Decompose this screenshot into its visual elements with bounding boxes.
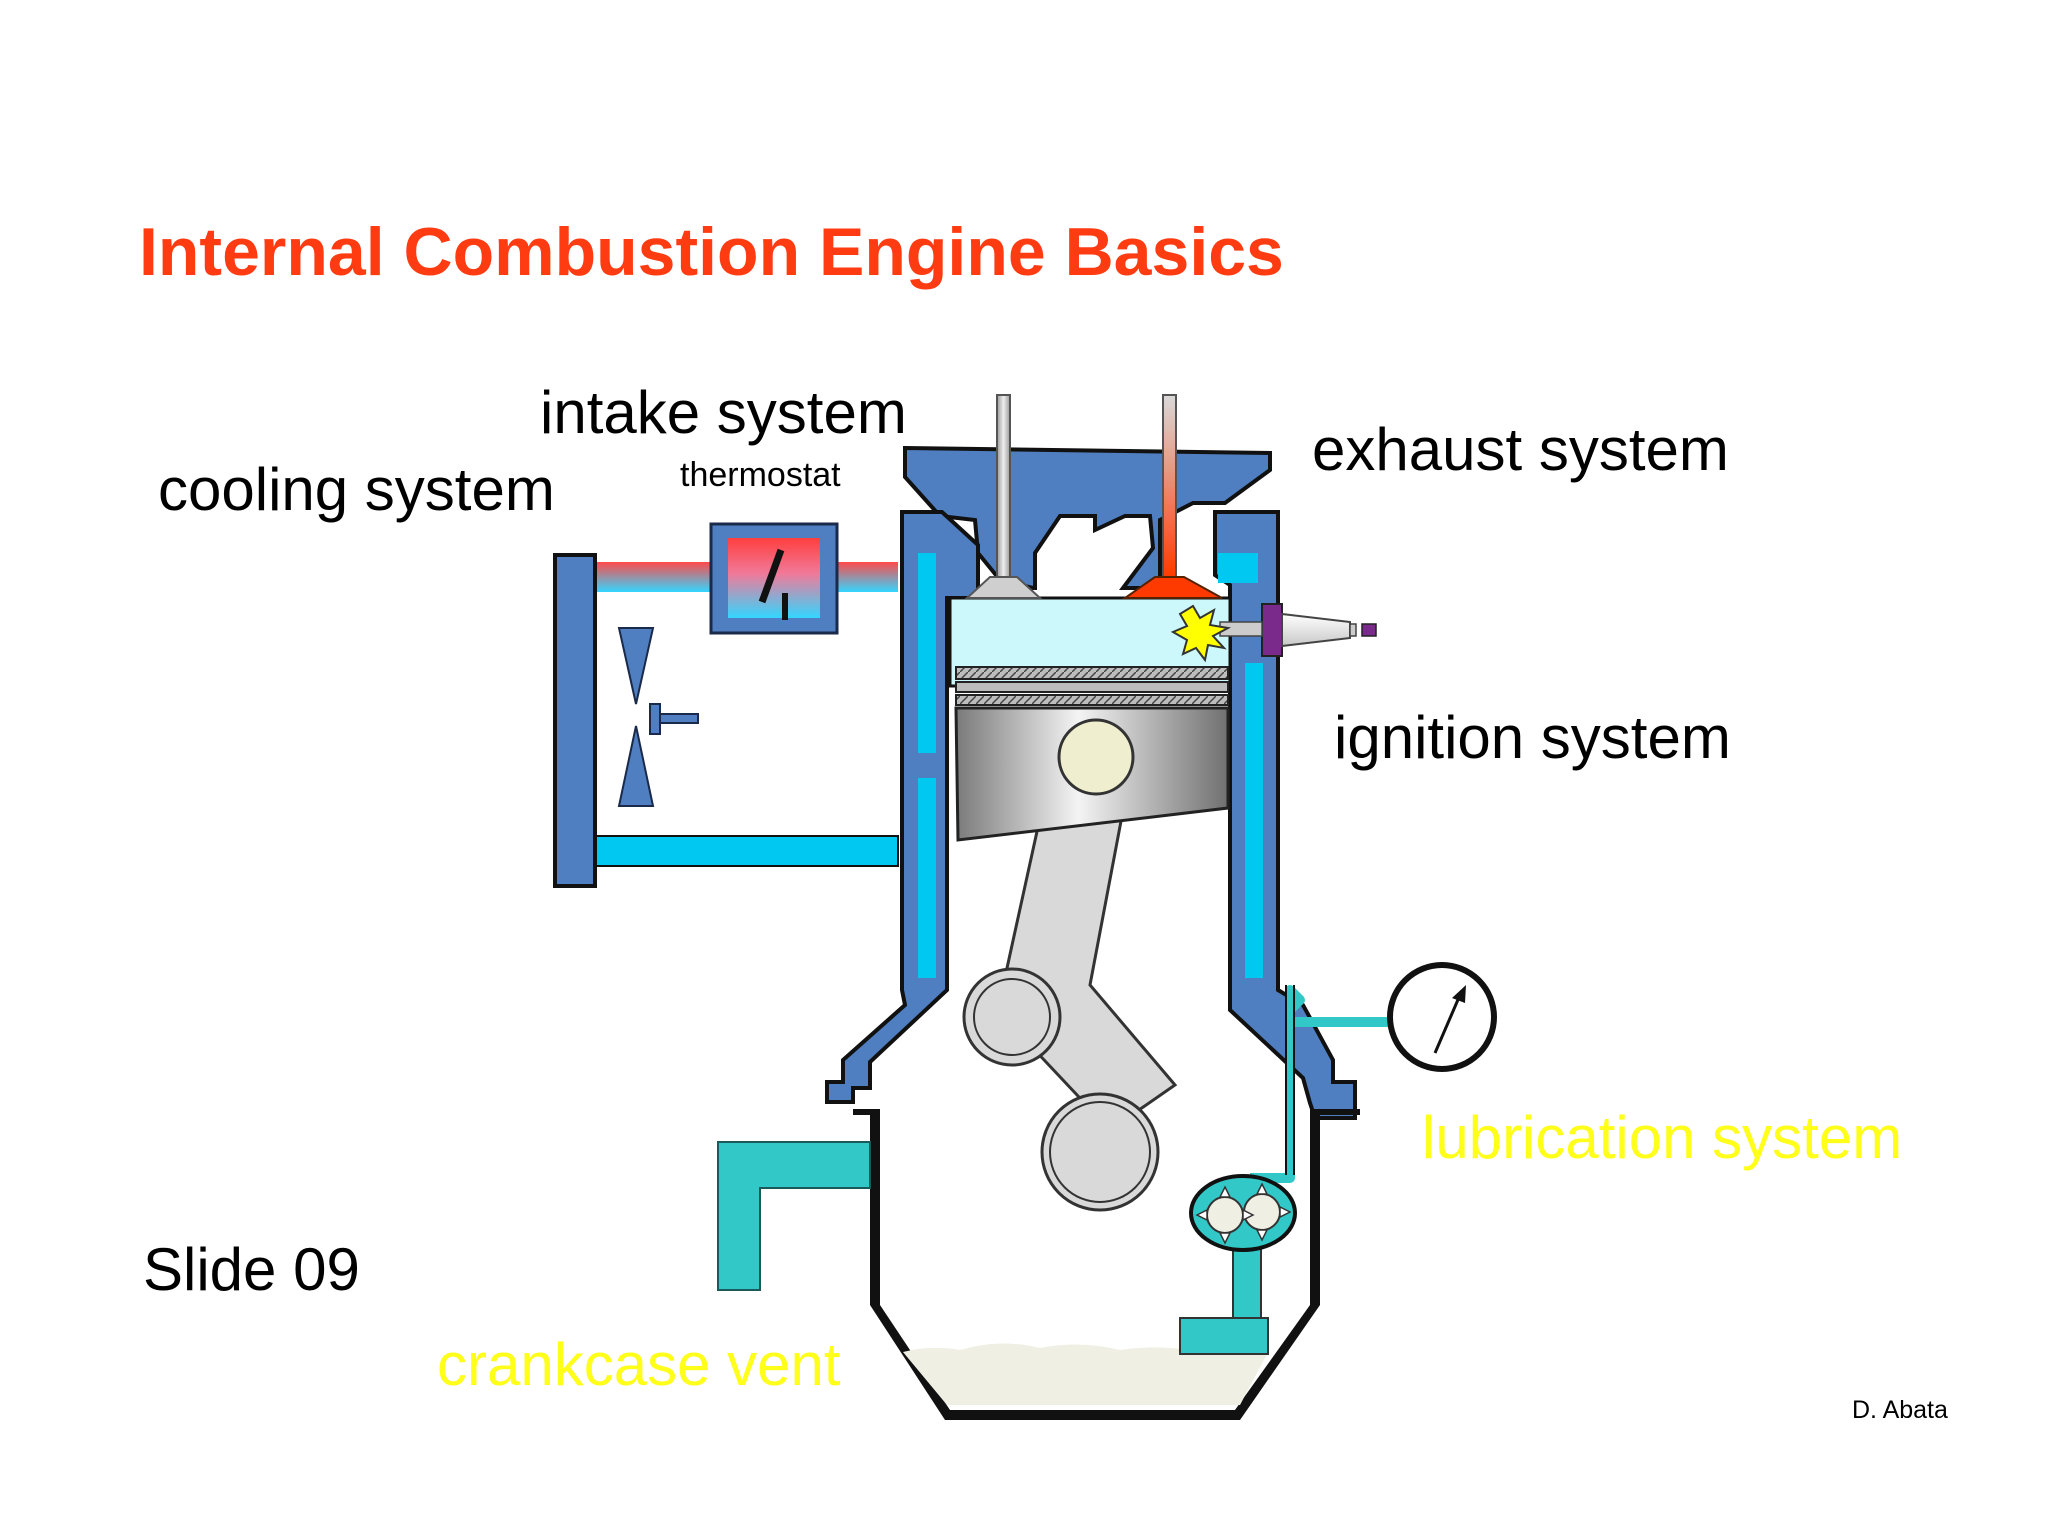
label-ignition-system: ignition system bbox=[1334, 704, 1731, 771]
crank-journal-inner bbox=[1049, 1101, 1151, 1203]
exhaust-valve-stem bbox=[1162, 394, 1177, 578]
spark-plug-icon bbox=[1219, 603, 1377, 657]
coolant-jacket-right-lower bbox=[1245, 663, 1263, 978]
crankcase-vent-pipe bbox=[717, 1141, 871, 1291]
crank-pin-upper-inner bbox=[973, 978, 1051, 1056]
label-exhaust-system: exhaust system bbox=[1312, 416, 1729, 483]
exhaust-valve-head bbox=[1121, 576, 1223, 599]
label-lubrication-system: lubrication system bbox=[1422, 1104, 1903, 1171]
oil-sump bbox=[903, 1343, 1268, 1405]
oil-pump-icon bbox=[1189, 1174, 1297, 1252]
label-cooling-system: cooling system bbox=[158, 456, 555, 523]
label-intake-system: intake system bbox=[540, 379, 907, 446]
wrist-pin bbox=[1057, 718, 1135, 796]
piston-ring-bottom bbox=[955, 694, 1229, 706]
slide-number: Slide 09 bbox=[143, 1236, 360, 1303]
slide-title: Internal Combustion Engine Basics bbox=[139, 214, 1284, 290]
intake-valve-stem bbox=[996, 394, 1011, 578]
intake-valve-head bbox=[964, 576, 1043, 599]
coolant-jacket-left-upper bbox=[918, 553, 936, 753]
oil-pressure-gauge-icon bbox=[1387, 962, 1497, 1072]
radiator bbox=[553, 553, 597, 888]
cylinder-wall-left bbox=[825, 510, 980, 1104]
label-crankcase-vent: crankcase vent bbox=[437, 1331, 841, 1398]
piston-ring-mid bbox=[955, 681, 1229, 693]
piston-ring-top bbox=[955, 666, 1229, 680]
thermostat-icon bbox=[709, 522, 839, 635]
label-thermostat: thermostat bbox=[680, 456, 841, 494]
coolant-jacket-right-upper bbox=[1218, 553, 1258, 583]
lubrication-loop bbox=[1179, 962, 1497, 1355]
spark-icon bbox=[1170, 604, 1232, 663]
cooling-loop bbox=[553, 522, 899, 888]
author-credit: D. Abata bbox=[1852, 1396, 1948, 1424]
connecting-rod bbox=[998, 793, 1178, 1132]
radiator-fan-icon bbox=[617, 627, 699, 807]
oil-line bbox=[1250, 985, 1390, 1183]
coolant-jacket-left-lower bbox=[918, 778, 936, 978]
radiator-lower-pipe bbox=[594, 835, 899, 867]
oil-pickup-tube bbox=[1232, 1244, 1262, 1319]
cylinder bbox=[948, 394, 1377, 1212]
oil-pump-mount bbox=[1179, 1317, 1269, 1355]
